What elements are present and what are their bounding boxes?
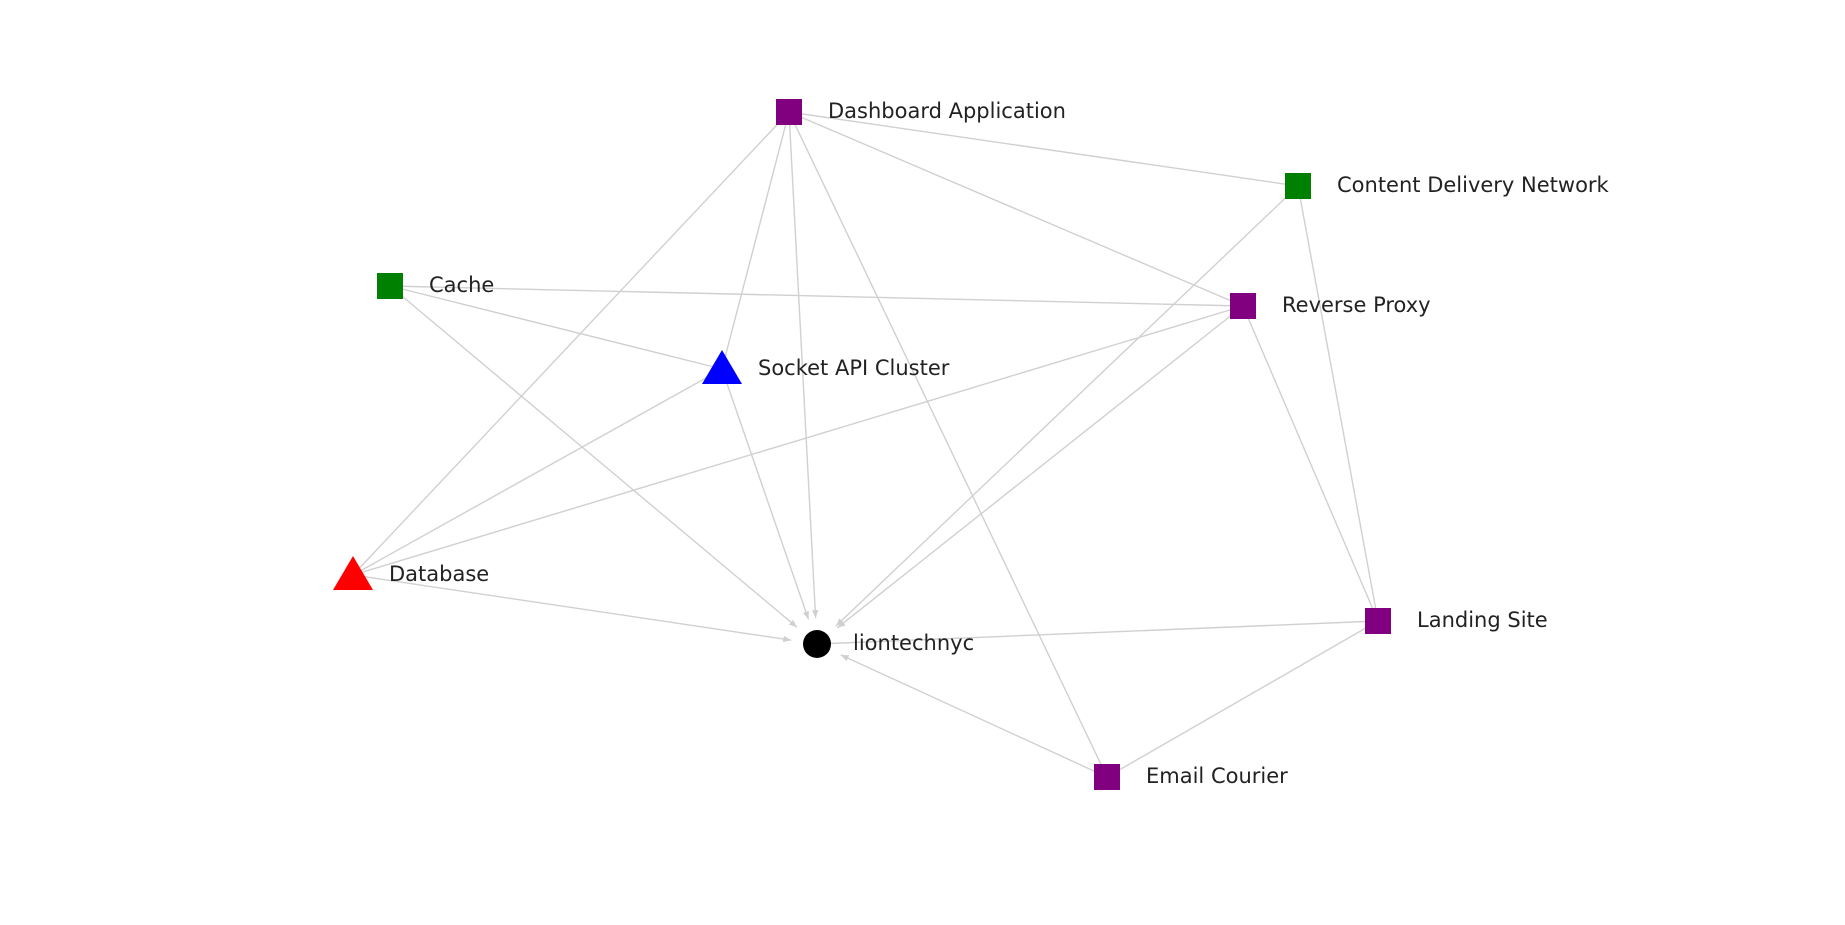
edge-cdn-to-landing [1297,185,1379,622]
nodes-layer [333,99,1391,790]
node-socket-triangle-marker[interactable] [702,350,742,384]
node-label-socket: Socket API Cluster [758,356,950,380]
edge-landing-to-liontechnyc [816,620,1379,645]
edge-cache-to-socket [389,285,723,370]
node-landing-square-marker[interactable] [1365,608,1391,634]
edge-proxy-to-liontechnyc [836,305,1244,629]
node-label-liontechnyc: liontechnyc [853,631,974,655]
node-cdn-square-marker[interactable] [1285,173,1311,199]
edge-proxy-to-database [352,305,1244,576]
edge-dashboard-to-liontechnyc [788,111,819,619]
node-label-email: Email Courier [1146,764,1288,788]
edge-dashboard-to-email [788,111,1108,778]
edges-layer [352,111,1379,778]
edge-cache-to-proxy [389,285,1244,307]
edge-database-to-liontechnyc [352,574,792,643]
node-cache-square-marker[interactable] [377,273,403,299]
node-label-cdn: Content Delivery Network [1337,173,1610,197]
node-label-database: Database [389,562,489,586]
edge-dashboard-to-cdn [788,111,1299,187]
edge-email-to-liontechnyc [840,654,1108,778]
edge-socket-to-database [352,368,723,576]
edge-dashboard-to-database [352,111,790,576]
edge-dashboard-to-socket [721,111,790,370]
edge-landing-to-email [1106,620,1379,778]
edge-cdn-to-liontechnyc [835,185,1299,627]
node-label-dashboard: Dashboard Application [828,99,1066,123]
node-dashboard-square-marker[interactable] [776,99,802,125]
node-label-landing: Landing Site [1417,608,1548,632]
edge-socket-to-liontechnyc [721,368,810,620]
edge-proxy-to-landing [1242,305,1379,622]
node-label-proxy: Reverse Proxy [1282,293,1431,317]
node-email-square-marker[interactable] [1094,764,1120,790]
node-database-triangle-marker[interactable] [333,556,373,590]
node-proxy-square-marker[interactable] [1230,293,1256,319]
edge-cache-to-liontechnyc [389,285,798,628]
edge-dashboard-to-proxy [788,111,1244,307]
node-liontechnyc-circle-marker[interactable] [803,630,831,658]
node-label-cache: Cache [429,273,494,297]
